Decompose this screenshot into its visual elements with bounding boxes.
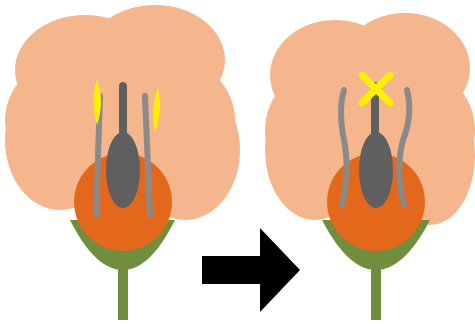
transition-arrow [202, 228, 300, 312]
flower-after [265, 13, 475, 320]
